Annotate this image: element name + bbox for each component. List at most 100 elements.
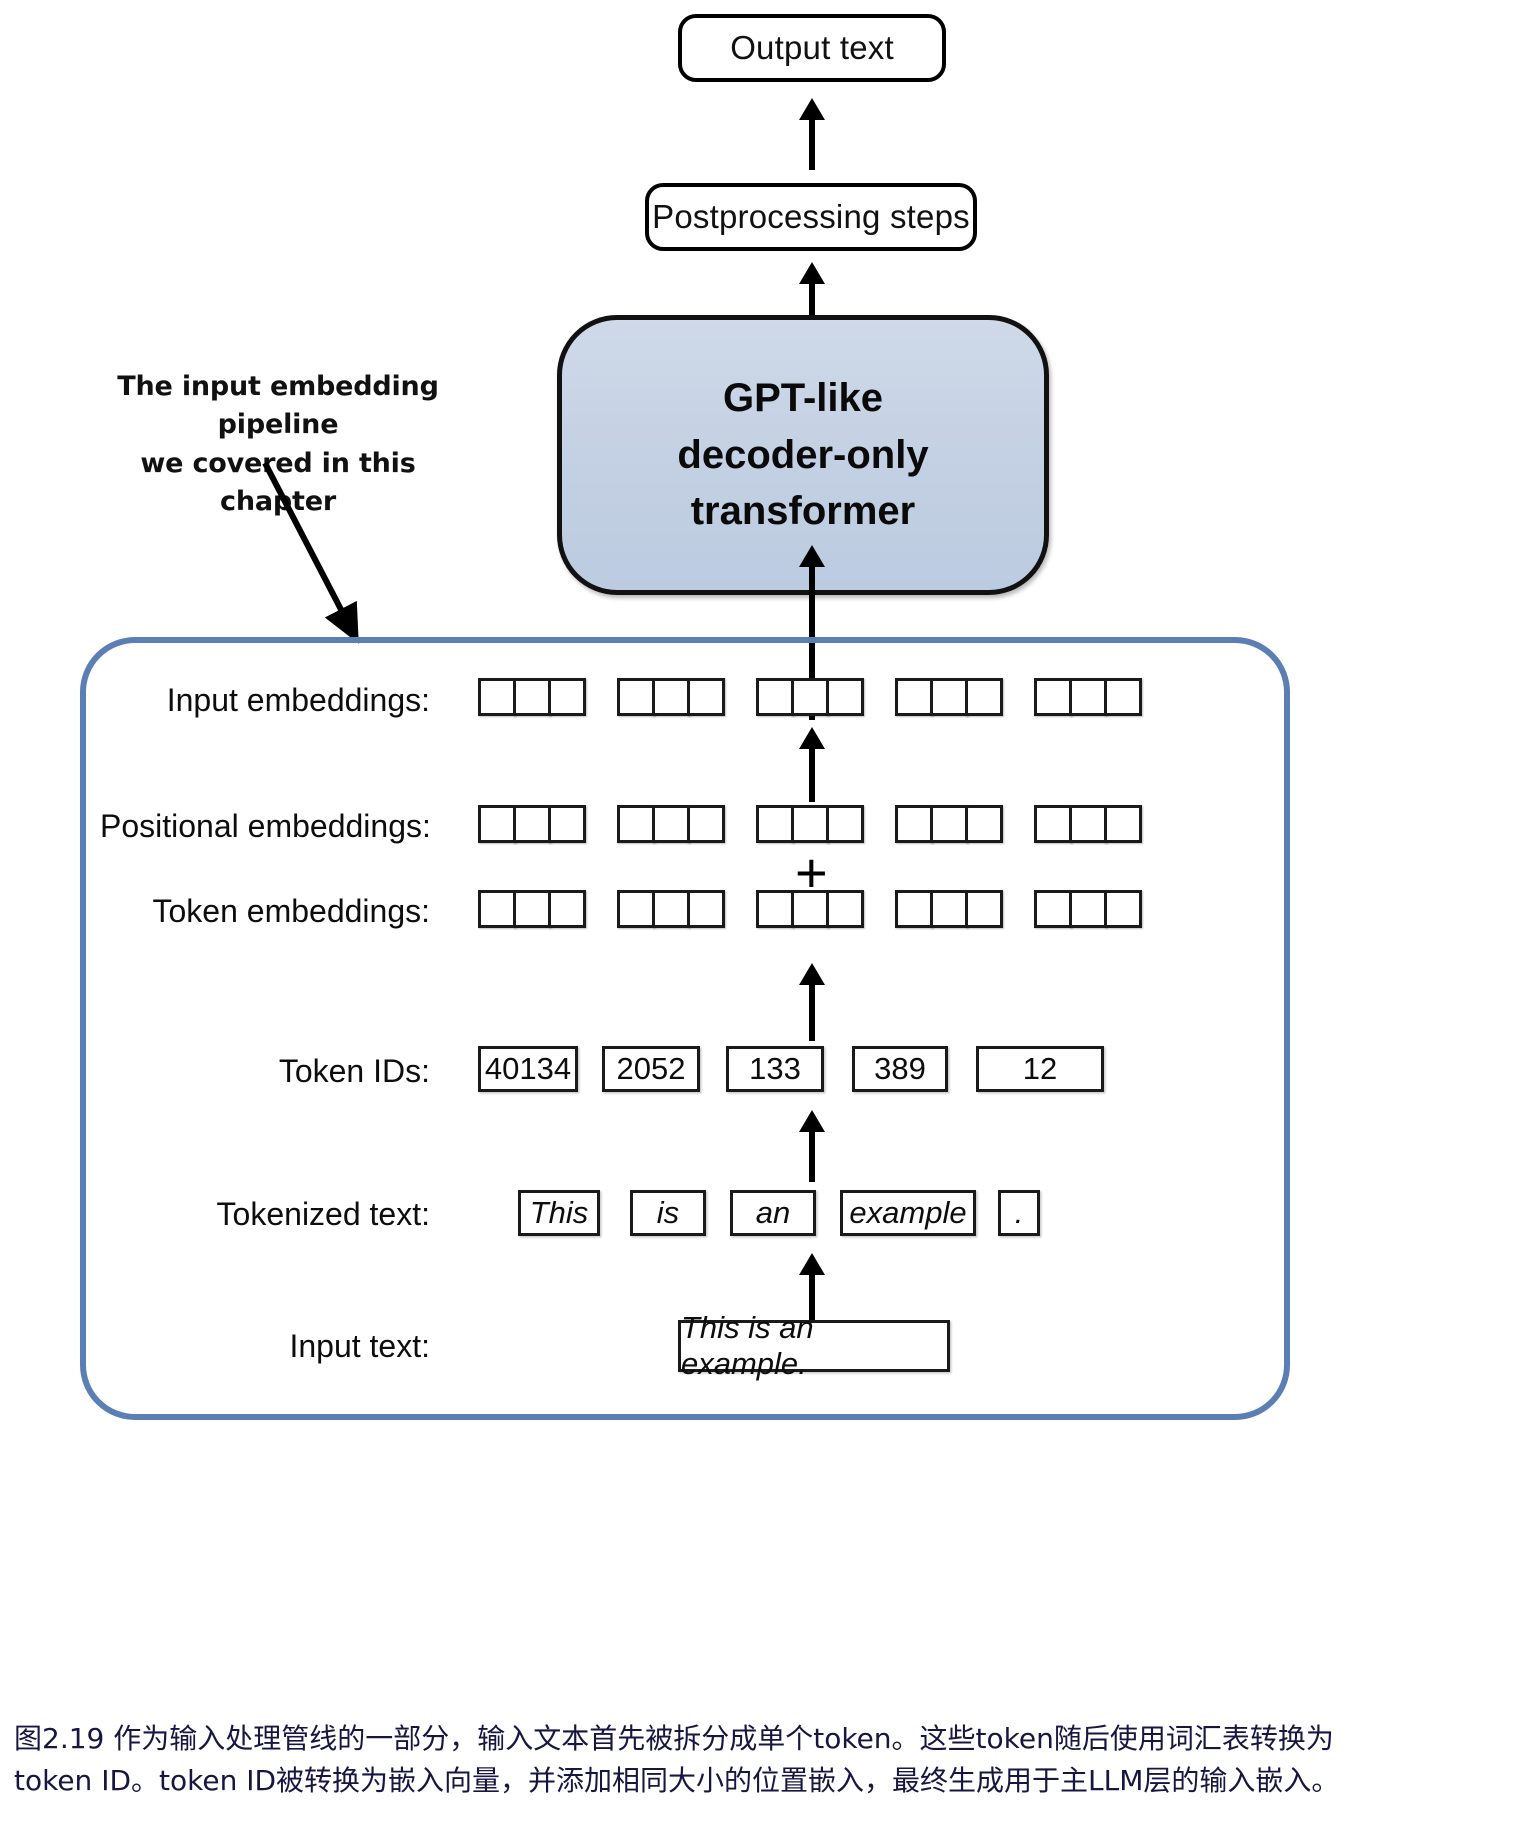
arrow-transformer-to-postprocessing	[799, 262, 825, 320]
embedding-cell	[1034, 678, 1072, 716]
label-token-ids: Token IDs:	[278, 1053, 430, 1089]
embedding-group	[478, 890, 586, 928]
transformer-line-1: GPT-like	[722, 375, 884, 420]
row-positional-embeddings	[478, 805, 1142, 843]
embedding-cell	[617, 805, 655, 843]
arrowhead-icon	[799, 262, 825, 284]
token-text-box: .	[998, 1190, 1040, 1236]
label-input-text: Input text:	[289, 1328, 430, 1364]
token-id-value: 40134	[484, 1051, 572, 1086]
arrow-shaft	[809, 741, 815, 802]
embedding-cell	[756, 805, 794, 843]
embedding-cell	[548, 890, 586, 928]
embedding-cell	[1069, 890, 1107, 928]
embedding-cell	[1104, 678, 1142, 716]
embedding-cell	[617, 890, 655, 928]
token-id-box: 389	[852, 1046, 948, 1092]
embedding-group	[617, 805, 725, 843]
arrow-shaft	[809, 1267, 815, 1323]
embedding-cell	[513, 805, 551, 843]
embedding-cell	[548, 678, 586, 716]
embedding-group	[895, 678, 1003, 716]
postprocessing-label: Postprocessing steps	[652, 198, 970, 235]
arrow-sum-to-input-embeddings	[799, 727, 825, 802]
embedding-cell	[548, 805, 586, 843]
embedding-group	[478, 805, 586, 843]
embedding-cell	[513, 678, 551, 716]
token-text-box: This	[518, 1190, 600, 1236]
arrow-input-text-to-tokenized	[799, 1253, 825, 1323]
embedding-cell	[826, 678, 864, 716]
row-input-text: This is an example.	[678, 1310, 950, 1381]
token-text-value: is	[656, 1195, 680, 1230]
embedding-cell	[617, 678, 655, 716]
embedding-group	[1034, 805, 1142, 843]
embedding-cell	[687, 890, 725, 928]
embedding-group	[895, 890, 1003, 928]
embedding-cell	[930, 805, 968, 843]
token-id-value: 12	[1022, 1051, 1058, 1086]
token-text-box: example	[840, 1190, 976, 1236]
label-token-embeddings: Token embeddings:	[152, 893, 430, 929]
embedding-cell	[965, 805, 1003, 843]
embedding-group	[478, 678, 586, 716]
token-id-value: 133	[749, 1051, 801, 1086]
token-text-value: This	[529, 1195, 589, 1230]
embedding-cell	[478, 805, 516, 843]
arrow-shaft	[809, 112, 815, 170]
transformer-line-2: decoder-only	[677, 432, 929, 477]
embedding-cell	[1069, 678, 1107, 716]
row-token-embeddings	[478, 890, 1142, 928]
arrowhead-icon	[799, 727, 825, 749]
embedding-cell	[930, 678, 968, 716]
embedding-cell	[826, 890, 864, 928]
input-embedding-pipeline-container	[80, 637, 1290, 1420]
token-id-box: 133	[726, 1046, 824, 1092]
arrow-postprocessing-to-output	[799, 98, 825, 170]
token-text-value: example	[849, 1195, 967, 1230]
embedding-cell	[1034, 890, 1072, 928]
arrowhead-icon	[799, 963, 825, 985]
embedding-group	[617, 890, 725, 928]
embedding-cell	[826, 805, 864, 843]
row-tokenized-text: This is an example .	[518, 1190, 1040, 1236]
transformer-line-3: transformer	[690, 489, 916, 534]
embedding-group	[1034, 678, 1142, 716]
embedding-cell	[965, 890, 1003, 928]
embedding-group	[756, 890, 864, 928]
embedding-cell	[895, 678, 933, 716]
embedding-cell	[965, 678, 1003, 716]
annotation-arrow-icon	[262, 461, 359, 644]
token-id-box: 2052	[602, 1046, 700, 1092]
embedding-cell	[652, 890, 690, 928]
embedding-cell	[652, 805, 690, 843]
embedding-cell	[478, 890, 516, 928]
arrow-shaft	[809, 1124, 815, 1182]
token-id-value: 2052	[616, 1051, 686, 1086]
postprocessing-box: Postprocessing steps	[645, 183, 977, 251]
embedding-cell	[687, 678, 725, 716]
embedding-cell	[756, 890, 794, 928]
embedding-cell	[1069, 805, 1107, 843]
embedding-cell	[791, 678, 829, 716]
embedding-cell	[513, 890, 551, 928]
arrow-token-ids-to-token-embeddings	[799, 963, 825, 1041]
figure-caption: 图2.19 作为输入处理管线的一部分，输入文本首先被拆分成单个token。这些t…	[14, 1718, 1504, 1802]
label-tokenized-text: Tokenized text:	[216, 1196, 430, 1232]
output-text-box: Output text	[678, 14, 946, 82]
embedding-group	[1034, 890, 1142, 928]
input-text-value: This is an example.	[681, 1310, 814, 1381]
arrow-shaft	[809, 977, 815, 1041]
token-text-box: is	[630, 1190, 706, 1236]
token-text-value: an	[755, 1195, 791, 1230]
embedding-cell	[791, 805, 829, 843]
embedding-cell	[478, 678, 516, 716]
embedding-cell	[791, 890, 829, 928]
caption-line-1: 图2.19 作为输入处理管线的一部分，输入文本首先被拆分成单个token。这些t…	[14, 1722, 1334, 1755]
token-text-box: an	[730, 1190, 816, 1236]
embedding-cell	[652, 678, 690, 716]
row-input-embeddings	[478, 678, 1142, 716]
token-id-box: 12	[976, 1046, 1104, 1092]
embedding-cell	[687, 805, 725, 843]
arrow-tokenized-to-token-ids	[799, 1110, 825, 1182]
